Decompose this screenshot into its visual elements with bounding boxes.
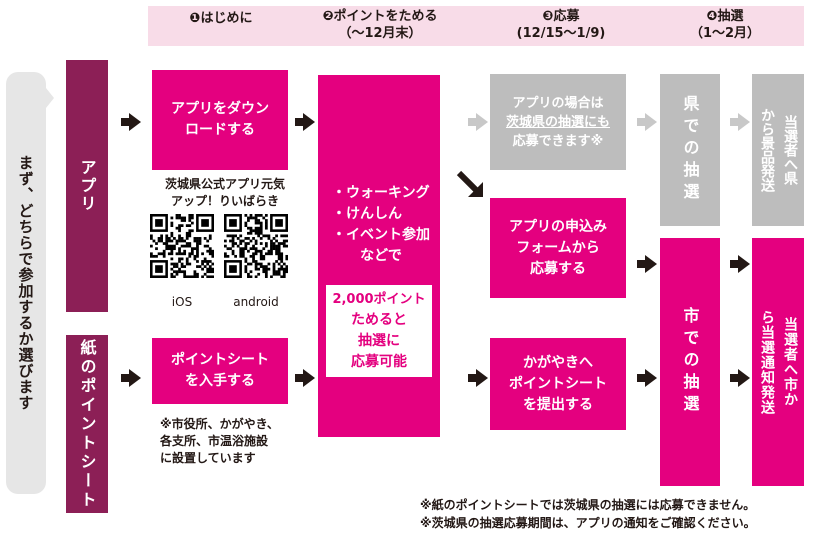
paper-submit-line2: ポイントシート bbox=[509, 375, 607, 392]
header-step-2: ❷ポイントをためる （～12月末） bbox=[300, 8, 460, 42]
paper-places-line2: 各支所、市温浴施設 bbox=[160, 434, 269, 448]
arrow-route-app bbox=[121, 113, 141, 131]
paper-get-line1: ポイントシート bbox=[171, 352, 269, 368]
paper-get-line2: を入手する bbox=[185, 373, 255, 389]
arrow-appapply-to-citylottery bbox=[637, 255, 657, 273]
header-step-3: ❸応募 (12/15～1/9) bbox=[488, 8, 634, 42]
choice-label: まず、どちらで参加するか選びます bbox=[16, 155, 35, 411]
activity-walking: ・ウォーキング bbox=[332, 185, 430, 201]
arrow-citylottery-to-cityresult-1 bbox=[730, 255, 750, 273]
header-step-4-sub: （1～2月） bbox=[689, 26, 761, 41]
app-name: 茨城県公式アプリ元気 アップ！りいばらき bbox=[150, 176, 300, 210]
header-step-3-title: ❸応募 bbox=[542, 9, 580, 24]
city-lottery-box: 市での抽選 bbox=[660, 238, 720, 486]
footnotes: ※紙のポイントシートでは茨城県の抽選には応募できません。 ※茨城県の抽選応募期間… bbox=[420, 496, 822, 532]
app-name-line2: アップ！りいばらき bbox=[170, 194, 279, 208]
app-pref-note-line2: 茨城県の抽選にも bbox=[505, 114, 610, 130]
city-lottery-label: 市での抽選 bbox=[680, 307, 700, 417]
arrow-points-to-appapply bbox=[456, 170, 483, 197]
city-result-box: 当選者へ市か ら当選通知発送 bbox=[752, 238, 804, 486]
choice-chevron-top bbox=[46, 88, 54, 108]
header-step-2-sub: （～12月末） bbox=[338, 26, 422, 41]
app-pref-note-box: アプリの場合は 茨城県の抽選にも 応募できます※ bbox=[490, 74, 626, 170]
qr-android-label: android bbox=[233, 295, 279, 309]
pref-result-col2: から景品発送 bbox=[759, 108, 775, 192]
arrow-route-paper bbox=[121, 369, 141, 387]
paper-places-line3: に設置しています bbox=[160, 451, 256, 465]
paper-get-box: ポイントシート を入手する bbox=[152, 338, 288, 404]
app-pref-note-line1: アプリの場合は bbox=[512, 95, 604, 111]
app-name-line1: 茨城県公式アプリ元気 bbox=[164, 177, 285, 191]
city-result-col1: 当選者へ市か bbox=[782, 317, 798, 407]
points-condition-box: 2,000ポイント ためると 抽選に 応募可能 bbox=[326, 285, 432, 377]
activities-suffix: などで bbox=[360, 248, 402, 264]
app-apply-line3: 応募する bbox=[530, 260, 586, 277]
header-step-4: ❹抽選 （1～2月） bbox=[650, 8, 800, 42]
route-app-box: アプリ bbox=[66, 60, 108, 312]
activity-event: ・イベント参加 bbox=[332, 227, 430, 243]
app-pref-note-line3: 応募できます※ bbox=[512, 133, 604, 149]
points-condition-line4: 応募可能 bbox=[351, 354, 407, 370]
pref-result-box: 当選者へ県 から景品発送 bbox=[752, 74, 804, 226]
arrow-papersubmit-to-citylottery bbox=[637, 369, 657, 387]
points-condition-line3: 抽選に bbox=[358, 333, 400, 349]
pref-result-label: 当選者へ県 から景品発送 bbox=[756, 108, 800, 192]
header-band bbox=[148, 6, 804, 46]
paper-submit-line1: かがやきへ bbox=[523, 354, 593, 371]
activity-checkup: ・けんしん bbox=[332, 206, 402, 222]
header-step-1-title: ❶はじめに bbox=[189, 11, 253, 26]
footnote-2: ※茨城県の抽選応募期間は、アプリの通知をご確認ください。 bbox=[420, 516, 756, 530]
app-download-box: アプリをダウン ロードする bbox=[152, 70, 288, 170]
pref-lottery-label: 県での抽選 bbox=[680, 95, 700, 205]
qr-code-ios-icon bbox=[150, 214, 214, 278]
pref-result-col1: 当選者へ県 bbox=[782, 115, 798, 185]
points-box: ・ウォーキング ・けんしん ・イベント参加 などで 2,000ポイント ためると… bbox=[318, 75, 440, 437]
arrow-prefnote-to-preflottery bbox=[637, 113, 657, 131]
points-condition-line2: ためると bbox=[351, 312, 407, 328]
arrow-citylottery-to-cityresult-2 bbox=[730, 369, 750, 387]
points-condition-line1: 2,000ポイント bbox=[332, 292, 426, 307]
arrow-preflottery-to-prefresult bbox=[730, 113, 750, 131]
header-step-2-title: ❷ポイントをためる bbox=[322, 9, 438, 24]
paper-submit-box: かがやきへ ポイントシート を提出する bbox=[490, 338, 626, 430]
route-paper-box: 紙のポイントシート bbox=[66, 335, 108, 513]
app-apply-line2: フォームから bbox=[516, 239, 600, 256]
arrow-paperget-to-points bbox=[295, 369, 315, 387]
header-step-4-title: ❹抽選 bbox=[706, 9, 744, 24]
arrow-download-to-points bbox=[295, 113, 315, 131]
choice-label-box: まず、どちらで参加するか選びます bbox=[6, 72, 46, 494]
city-result-label: 当選者へ市か ら当選通知発送 bbox=[756, 310, 800, 415]
app-apply-line1: アプリの申込み bbox=[509, 218, 607, 235]
app-apply-box: アプリの申込み フォームから 応募する bbox=[490, 198, 626, 298]
activities-list: ・ウォーキング ・けんしん ・イベント参加 などで bbox=[332, 183, 440, 267]
arrow-points-to-papersubmit bbox=[468, 369, 488, 387]
paper-places-line1: ※市役所、かがやき、 bbox=[160, 417, 279, 431]
arrow-points-to-prefnote bbox=[468, 113, 488, 131]
qr-code-android-icon bbox=[224, 214, 288, 278]
route-paper-label: 紙のポイントシート bbox=[77, 338, 97, 510]
paper-places: ※市役所、かがやき、 各支所、市温浴施設 に設置しています bbox=[160, 416, 310, 467]
footnote-1: ※紙のポイントシートでは茨城県の抽選には応募できません。 bbox=[420, 498, 756, 512]
city-result-col2: ら当選通知発送 bbox=[759, 309, 775, 415]
header-step-1: ❶はじめに bbox=[148, 10, 294, 27]
route-app-label: アプリ bbox=[77, 159, 97, 213]
pref-lottery-box: 県での抽選 bbox=[660, 74, 720, 226]
header-step-3-sub: (12/15～1/9) bbox=[516, 26, 606, 41]
qr-ios-label: iOS bbox=[171, 295, 193, 309]
paper-submit-line3: を提出する bbox=[523, 396, 593, 413]
app-download-line1: アプリをダウン bbox=[171, 101, 269, 117]
app-download-line2: ロードする bbox=[185, 122, 255, 138]
